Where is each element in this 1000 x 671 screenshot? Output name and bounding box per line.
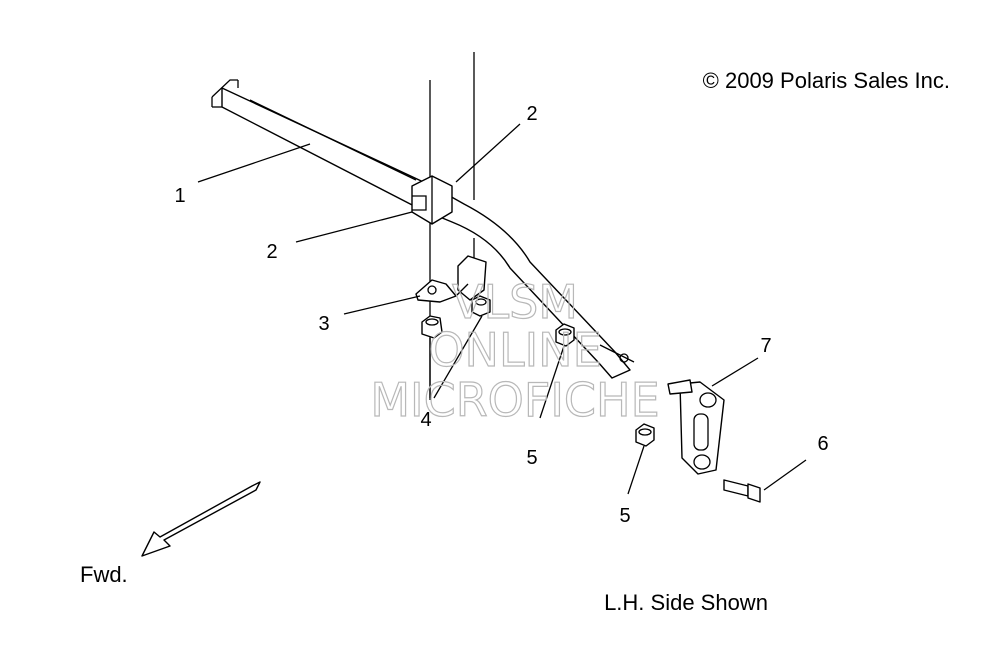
- watermark-line-2: ONLINE: [428, 323, 601, 377]
- lock-nuts-5: [555, 323, 655, 447]
- callout-2-upper: 2: [526, 103, 537, 125]
- forward-arrow-icon: [141, 481, 261, 557]
- side-shown-note: L.H. Side Shown: [604, 590, 768, 615]
- copyright-notice: © 2009 Polaris Sales Inc.: [703, 68, 950, 93]
- callout-2-lower: 2: [266, 241, 277, 263]
- bolt-6: [723, 479, 761, 503]
- leader-lines: [197, 123, 807, 495]
- watermark-line-3: MICROFICHE: [370, 373, 659, 427]
- callout-4: 4: [420, 409, 431, 431]
- watermark: VLSM ONLINE MICROFICHE: [370, 274, 661, 427]
- callout-1: 1: [174, 185, 185, 207]
- stabilizer-bar: [221, 87, 635, 379]
- callout-7: 7: [760, 335, 771, 357]
- watermark-line-1: VLSM: [452, 275, 578, 329]
- mount-bracket: [415, 255, 487, 303]
- callout-6: 6: [817, 433, 828, 455]
- stabilizer-link: [667, 379, 725, 475]
- callout-5-lower: 5: [619, 505, 630, 527]
- flange-nuts-4: [421, 295, 491, 339]
- forward-label: Fwd.: [80, 562, 128, 587]
- callout-3: 3: [318, 313, 329, 335]
- callout-5-upper: 5: [526, 447, 537, 469]
- callouts: 1 2 2 3 4 5 5 6 7: [174, 103, 828, 527]
